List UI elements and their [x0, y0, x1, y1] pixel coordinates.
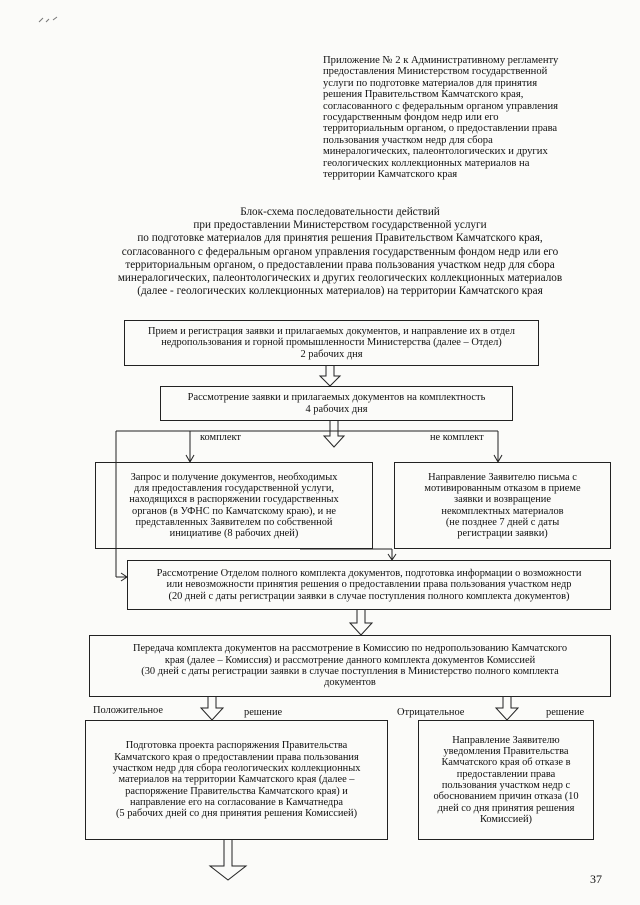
step-text: недропользования и горной промышленности…	[161, 337, 502, 349]
step-text: (не позднее 7 дней с даты	[445, 516, 560, 528]
title-line: по подготовке материалов для принятия ре…	[137, 232, 543, 245]
appendix-line: согласованного с федеральным органом упр…	[323, 100, 559, 112]
step-text: 2 рабочих дня	[300, 348, 363, 360]
branch-label-incomplete: не комплект	[430, 432, 484, 443]
step-text: органов (в УФНС по Камчатскому краю), и …	[132, 505, 336, 517]
arrow-step6a-next	[208, 840, 248, 881]
title-line: территориальным органом, о предоставлени…	[125, 258, 555, 271]
step-review-full-set: Рассмотрение Отделом полного комплекта д…	[127, 560, 611, 610]
title-line: минералогических, палеонтологических и д…	[117, 272, 563, 285]
branch-label-complete: комплект	[200, 432, 241, 443]
decision-positive-label-2: решение	[244, 707, 283, 718]
flowchart-title: Блок-схема последовательности действий п…	[70, 206, 610, 298]
step-prepare-order: Подготовка проекта распоряжения Правител…	[85, 720, 388, 840]
arrow-step5-step6a	[199, 697, 225, 721]
step-text: Прием и регистрация заявки и прилагаемых…	[148, 326, 515, 338]
appendix-reference: Приложение № 2 к Административному регла…	[323, 55, 611, 180]
step-text: пользования участком недр с	[441, 780, 571, 791]
step-text: 4 рабочих дня	[305, 403, 368, 415]
title-line: (далее - геологических коллекционных мат…	[137, 285, 543, 298]
step-text: материалов на территории Камчатского кра…	[118, 774, 355, 786]
step-text: инициативе (8 рабочих дней)	[169, 528, 299, 540]
title-line: согласованного с федеральным органом упр…	[121, 245, 559, 258]
step-text: предоставлении права	[456, 768, 556, 780]
step-refusal-notice: Направление Заявителю уведомления Правит…	[418, 720, 594, 840]
appendix-line: минералогических, палеонтологических и д…	[323, 146, 548, 158]
appendix-line: геологических коллекционных материалов н…	[323, 157, 530, 169]
step-commission-review: Передача комплекта документов на рассмот…	[89, 635, 611, 697]
step-text: Камчатского края о предоставлении права …	[114, 751, 359, 763]
title-line: при предоставлении Министерством государ…	[193, 219, 487, 232]
step-text: дней со дня принятия решения	[437, 802, 575, 814]
step-text: Запрос и получение документов, необходим…	[130, 471, 338, 483]
step-text: уведомления Правительства	[443, 746, 569, 758]
step-text: находящихся в распоряжении государственн…	[129, 494, 339, 506]
appendix-line: решения Правительством Камчатского края,	[323, 89, 524, 101]
step-text: Подготовка проекта распоряжения Правител…	[125, 740, 348, 752]
step-text: некомплектных материалов	[441, 505, 564, 517]
step-text: направление его на согласование в Камчат…	[129, 796, 344, 808]
decision-positive-label: Положительное	[93, 705, 163, 716]
step-request-documents: Запрос и получение документов, необходим…	[95, 462, 373, 549]
title-line: Блок-схема последовательности действий	[240, 206, 440, 218]
step-text: Камчатского края об отказе в	[441, 757, 571, 769]
step-text: Комиссией)	[480, 813, 532, 825]
step-text: Направление Заявителю	[452, 734, 560, 746]
step-text: Передача комплекта документов на рассмот…	[132, 643, 568, 655]
step-check-completeness: Рассмотрение заявки и прилагаемых докуме…	[160, 386, 513, 421]
step-text: Направление Заявителю письма с	[428, 471, 577, 483]
arrow-step4-step5	[348, 610, 374, 636]
appendix-line: услуги по подготовке материалов для прин…	[323, 77, 538, 89]
appendix-line: пользования участком недр для сбора	[323, 134, 493, 146]
step-text: регистрации заявки)	[457, 528, 548, 540]
step-text: (5 рабочих дней со дня принятия решения …	[115, 808, 358, 820]
decision-negative-label: Отрицательное	[397, 707, 465, 718]
appendix-line: предоставления Министерством государстве…	[323, 66, 548, 78]
step-text: (30 дней с даты регистрации заявки в слу…	[141, 666, 559, 677]
arrow-step5-step6b	[494, 697, 520, 721]
appendix-line: территории Камчатского края	[323, 169, 458, 181]
step-receive-register: Прием и регистрация заявки и прилагаемых…	[124, 320, 539, 366]
appendix-line: территориальным органом, о предоставлени…	[323, 123, 558, 135]
step-text: (20 дней с даты регистрации заявки в слу…	[168, 590, 570, 602]
page-number: 37	[590, 872, 602, 886]
step-text: Рассмотрение заявки и прилагаемых докуме…	[187, 392, 486, 404]
decision-negative-label-2: решение	[546, 707, 585, 718]
arrow-step1-step2	[318, 366, 342, 387]
step-refusal-letter: Направление Заявителю письма с мотивиров…	[394, 462, 611, 549]
step-text: мотивированным отказом в приеме	[424, 482, 581, 494]
appendix-line: государственным фондом недр или его	[323, 112, 499, 124]
step-text: края (далее – Комиссия) и рассмотрение д…	[164, 654, 536, 666]
step-text: участком недр для сбора геологических ко…	[112, 763, 361, 775]
step-text: для предоставления государственной услуг…	[133, 482, 335, 494]
step-text: Рассмотрение Отделом полного комплекта д…	[156, 568, 582, 580]
step-text: заявки и возвращение	[454, 494, 551, 506]
step-text: представленных Заявителем по собственной	[135, 516, 333, 528]
step-text: или невозможности принятия решения о пре…	[166, 579, 572, 591]
step-text: распоряжение Правительства Камчатского к…	[125, 785, 348, 797]
step-text: документов	[324, 677, 376, 689]
arrow-step2-split	[322, 421, 346, 448]
appendix-line: Приложение № 2 к Административному регла…	[323, 55, 559, 66]
step-text: обоснованием причин отказа (10	[433, 791, 579, 803]
